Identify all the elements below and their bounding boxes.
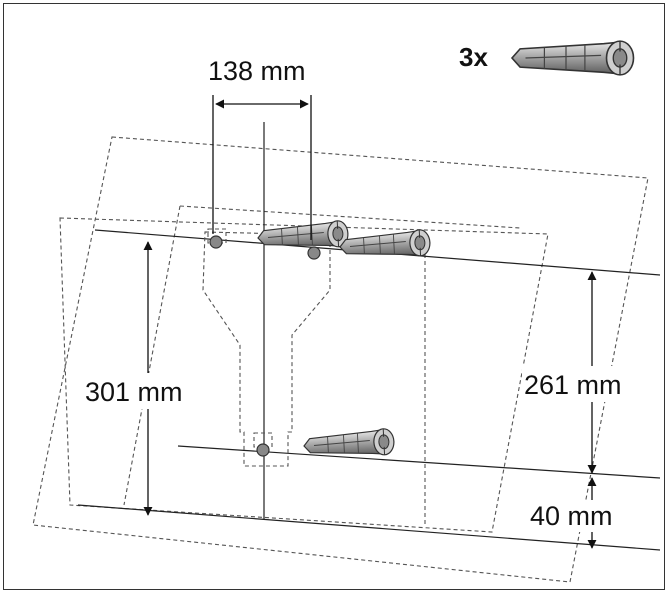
dimension-label-right-upper: 261 mm (524, 370, 622, 400)
wall-lines (77, 122, 661, 551)
quantity-indicator: 3x (459, 40, 635, 76)
device-outline (32, 136, 649, 583)
quantity-label: 3x (459, 42, 488, 72)
diagram-frame (3, 3, 665, 590)
dimension-label-right-lower: 40 mm (530, 501, 613, 531)
wall-plug-icon (511, 40, 635, 76)
dimension-left-height: 301 mm (84, 241, 212, 516)
bracket-template (202, 228, 331, 467)
dimension-label-top: 138 mm (208, 56, 306, 86)
dimension-right-lower: 40 mm (528, 477, 638, 549)
wall-plug-icon (338, 228, 432, 261)
wall-plug-icon (302, 427, 396, 460)
dimension-label-left: 301 mm (85, 377, 183, 407)
dimension-right-upper: 261 mm (522, 271, 650, 474)
dimension-top-spacing: 138 mm (208, 56, 312, 240)
drill-hole-icon (209, 235, 321, 457)
